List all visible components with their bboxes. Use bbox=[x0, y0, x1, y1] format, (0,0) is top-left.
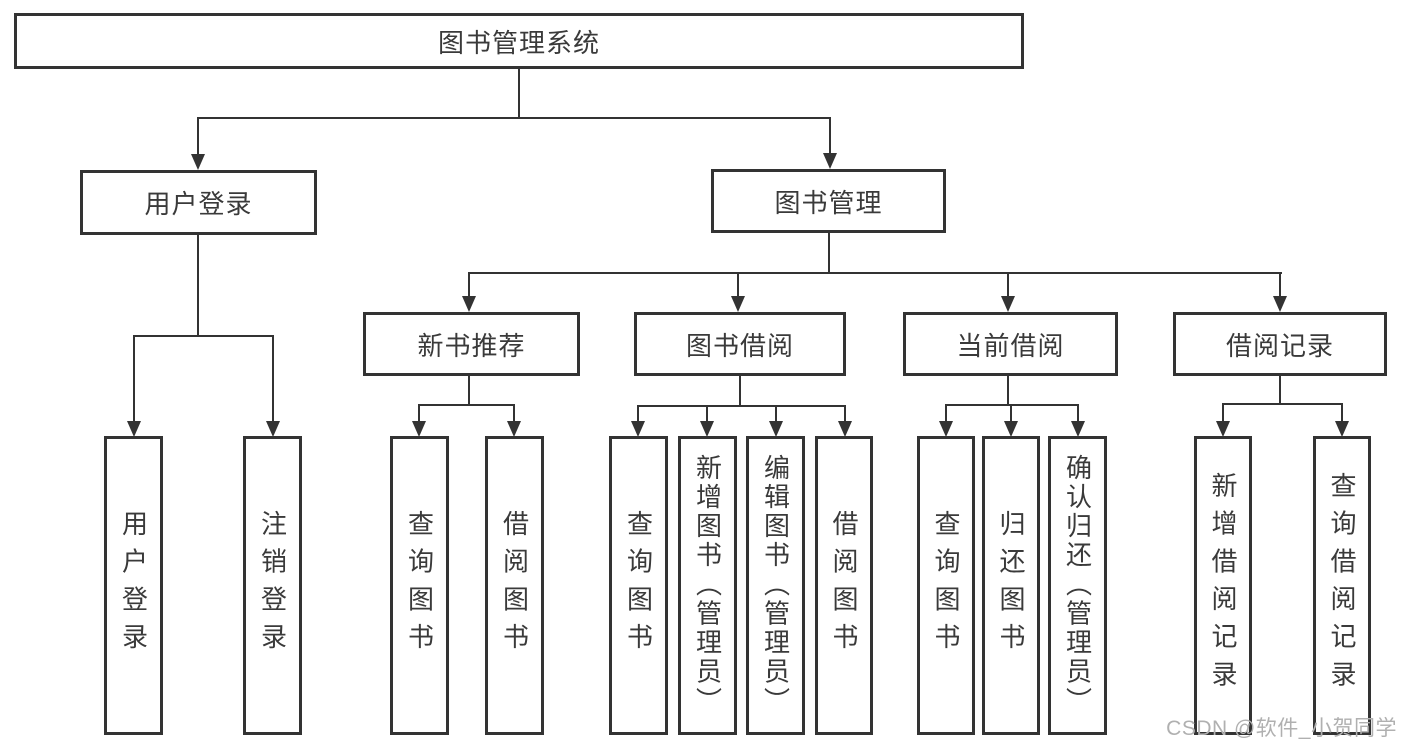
connector-line bbox=[637, 405, 846, 407]
connector-line bbox=[1222, 403, 1224, 423]
connector-line bbox=[468, 272, 1282, 274]
leaf-user-login: 用户登录 bbox=[104, 436, 163, 735]
leaf-nbr-query-books-label: 查询图书 bbox=[404, 510, 435, 661]
connector-line bbox=[1279, 272, 1281, 298]
connector-line bbox=[272, 335, 274, 423]
arrow-down-icon bbox=[1071, 421, 1085, 437]
arrow-down-icon bbox=[191, 154, 205, 170]
node-current-borrow-label: 当前借阅 bbox=[956, 330, 1065, 361]
leaf-bb-borrow-books-label: 借阅图书 bbox=[829, 510, 859, 661]
connector-line bbox=[1077, 404, 1079, 423]
node-new-book-rec: 新书推荐 bbox=[363, 312, 580, 376]
leaf-logout: 注销登录 bbox=[243, 436, 302, 735]
connector-line bbox=[829, 117, 831, 155]
arrow-down-icon bbox=[462, 296, 476, 312]
node-book-borrow-label: 图书借阅 bbox=[685, 330, 794, 361]
arrow-down-icon bbox=[127, 421, 141, 437]
arrow-down-icon bbox=[823, 153, 837, 169]
connector-line bbox=[844, 405, 846, 423]
leaf-br-query-record: 查询借阅记录 bbox=[1313, 436, 1371, 735]
connector-line bbox=[1341, 403, 1343, 423]
arrow-down-icon bbox=[939, 421, 953, 437]
connector-line bbox=[513, 404, 515, 423]
leaf-cb-query-books-label: 查询图书 bbox=[931, 510, 961, 661]
connector-line bbox=[418, 404, 515, 406]
arrow-down-icon bbox=[412, 421, 426, 437]
leaf-nbr-query-books: 查询图书 bbox=[390, 436, 449, 735]
arrow-down-icon bbox=[1004, 421, 1018, 437]
connector-line bbox=[197, 117, 831, 119]
connector-line bbox=[706, 405, 708, 423]
node-borrow-records-label: 借阅记录 bbox=[1225, 330, 1334, 361]
connector-line bbox=[518, 69, 520, 118]
leaf-cb-return-books: 归还图书 bbox=[982, 436, 1040, 735]
arrow-down-icon bbox=[769, 421, 783, 437]
connector-line bbox=[133, 335, 135, 423]
node-user-login-label: 用户登录 bbox=[144, 189, 253, 219]
arrow-down-icon bbox=[838, 421, 852, 437]
leaf-nbr-borrow-books-label: 借阅图书 bbox=[499, 510, 530, 661]
leaf-br-add-record-label: 新增借阅记录 bbox=[1208, 472, 1238, 699]
arrow-down-icon bbox=[507, 421, 521, 437]
connector-line bbox=[1279, 376, 1281, 405]
arrow-down-icon bbox=[1273, 296, 1287, 312]
connector-line bbox=[739, 376, 741, 407]
leaf-br-add-record: 新增借阅记录 bbox=[1194, 436, 1252, 735]
node-current-borrow: 当前借阅 bbox=[903, 312, 1118, 376]
connector-line bbox=[945, 404, 947, 423]
connector-line bbox=[418, 404, 420, 423]
node-book-borrow: 图书借阅 bbox=[634, 312, 846, 376]
csdn-watermark: CSDN @软件_小贺同学 bbox=[1166, 717, 1397, 740]
leaf-bb-edit-books-admin: 编辑图书（管理员） bbox=[746, 436, 805, 735]
arrow-down-icon bbox=[1216, 421, 1230, 437]
leaf-nbr-borrow-books: 借阅图书 bbox=[485, 436, 544, 735]
leaf-bb-query-books: 查询图书 bbox=[609, 436, 668, 735]
arrow-down-icon bbox=[631, 421, 645, 437]
leaf-bb-borrow-books: 借阅图书 bbox=[815, 436, 873, 735]
connector-line bbox=[737, 272, 739, 298]
connector-line bbox=[468, 272, 470, 298]
leaf-bb-add-books-admin-label: 新增图书（管理员） bbox=[692, 454, 723, 717]
node-new-book-rec-label: 新书推荐 bbox=[417, 330, 526, 361]
arrow-down-icon bbox=[731, 296, 745, 312]
node-user-login: 用户登录 bbox=[80, 170, 317, 235]
connector-line bbox=[197, 117, 199, 156]
connector-line bbox=[468, 376, 470, 406]
arrow-down-icon bbox=[1001, 296, 1015, 312]
arrow-down-icon bbox=[266, 421, 280, 437]
connector-line bbox=[1007, 272, 1009, 298]
leaf-logout-label: 注销登录 bbox=[257, 510, 288, 661]
connector-line bbox=[1007, 376, 1009, 406]
leaf-user-login-label: 用户登录 bbox=[118, 510, 149, 661]
arrow-down-icon bbox=[1335, 421, 1349, 437]
leaf-cb-confirm-return-admin-label: 确认归还（管理员） bbox=[1062, 454, 1093, 717]
connector-line bbox=[637, 405, 639, 423]
node-book-mgmt: 图书管理 bbox=[711, 169, 946, 233]
connector-line bbox=[1222, 403, 1343, 405]
leaf-cb-return-books-label: 归还图书 bbox=[996, 510, 1026, 661]
leaf-cb-query-books: 查询图书 bbox=[917, 436, 975, 735]
node-root-label: 图书管理系统 bbox=[437, 27, 600, 58]
node-borrow-records: 借阅记录 bbox=[1173, 312, 1387, 376]
connector-line bbox=[1010, 404, 1012, 423]
leaf-bb-query-books-label: 查询图书 bbox=[623, 510, 654, 661]
connector-line bbox=[828, 233, 830, 274]
node-root: 图书管理系统 bbox=[14, 13, 1024, 69]
connector-line bbox=[133, 335, 274, 337]
arrow-down-icon bbox=[700, 421, 714, 437]
leaf-cb-confirm-return-admin: 确认归还（管理员） bbox=[1048, 436, 1107, 735]
leaf-bb-add-books-admin: 新增图书（管理员） bbox=[678, 436, 737, 735]
leaf-bb-edit-books-admin-label: 编辑图书（管理员） bbox=[760, 454, 791, 717]
node-book-mgmt-label: 图书管理 bbox=[774, 187, 883, 218]
connector-line bbox=[197, 235, 199, 337]
connector-line bbox=[775, 405, 777, 423]
leaf-br-query-record-label: 查询借阅记录 bbox=[1327, 472, 1357, 699]
connector-line bbox=[945, 404, 1079, 406]
